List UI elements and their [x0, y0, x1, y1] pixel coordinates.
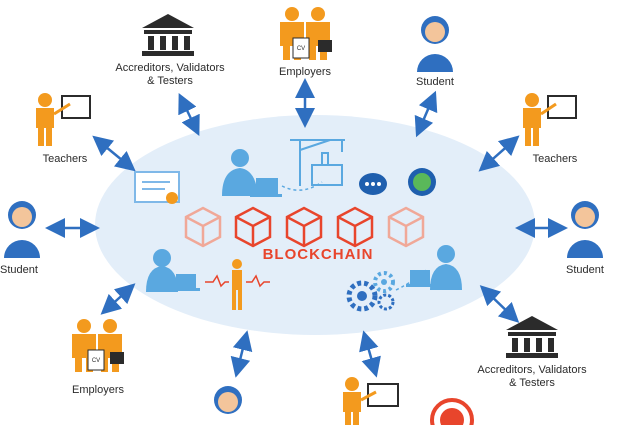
certificate-icon	[134, 171, 180, 204]
student-icon	[417, 16, 453, 72]
pulse-line	[205, 274, 229, 288]
whiteboard-icon	[61, 95, 91, 119]
cv-badge: CV	[92, 358, 100, 364]
cube-icon	[234, 206, 272, 248]
connection-arrows	[45, 78, 568, 378]
cv-badge: CV	[297, 46, 305, 52]
double-arrow-icon	[178, 92, 200, 137]
double-arrow-icon	[230, 330, 253, 378]
bank-icon	[142, 14, 194, 56]
cube-icon	[184, 206, 222, 248]
double-arrow-icon	[100, 283, 136, 315]
node-label-student-right: Student	[566, 264, 604, 276]
cube-icon	[285, 206, 323, 248]
node-label-accreditors-bottom: Accreditors, Validators & Testers	[477, 364, 587, 389]
laptop-user-icon	[222, 149, 282, 197]
employers-group-icon: CV	[72, 319, 124, 372]
gear-icon	[346, 271, 395, 312]
cube-icon	[387, 206, 425, 248]
cv-document-icon	[87, 349, 105, 371]
student-icon	[214, 386, 242, 414]
pulse-line	[246, 274, 270, 288]
blockchain-title: BLOCKCHAIN	[262, 246, 374, 263]
blockchain-cubes	[184, 206, 425, 248]
badge-icon	[408, 168, 436, 196]
node-label-teachers-right: Teachers	[532, 153, 578, 165]
seal-icon	[430, 398, 474, 425]
employers-group-icon: CV	[280, 7, 332, 60]
cube-icon	[336, 206, 374, 248]
node-label-student-top: Student	[416, 76, 454, 88]
node-label-teachers-left: Teachers	[42, 153, 88, 165]
laptop-user-icon	[146, 249, 200, 292]
node-label-student-left: Student	[0, 264, 38, 276]
teacher-icon	[36, 93, 91, 146]
teacher-icon	[523, 93, 577, 146]
factory-icon	[290, 139, 345, 186]
bank-icon	[506, 316, 558, 358]
chat-icon	[359, 173, 387, 195]
double-arrow-icon	[414, 90, 438, 138]
student-icon	[567, 201, 603, 258]
network-ellipse	[95, 115, 535, 335]
node-label-employers-bottom: Employers	[72, 384, 124, 396]
teacher-icon	[343, 377, 399, 425]
student-icon	[4, 201, 40, 258]
double-arrow-icon	[92, 135, 136, 172]
briefcase-icon	[110, 352, 124, 364]
human-anatomy-icon	[232, 259, 242, 310]
whiteboard-icon	[547, 95, 577, 119]
double-arrow-icon	[478, 135, 520, 172]
node-label-accreditors-top: Accreditors, Validators & Testers	[115, 62, 225, 87]
double-arrow-icon	[359, 330, 381, 378]
briefcase-icon	[318, 40, 332, 52]
double-arrow-icon	[479, 285, 520, 323]
cv-document-icon	[292, 37, 310, 59]
node-label-employers-top: Employers	[279, 66, 331, 78]
laptop-user-icon	[406, 245, 462, 290]
